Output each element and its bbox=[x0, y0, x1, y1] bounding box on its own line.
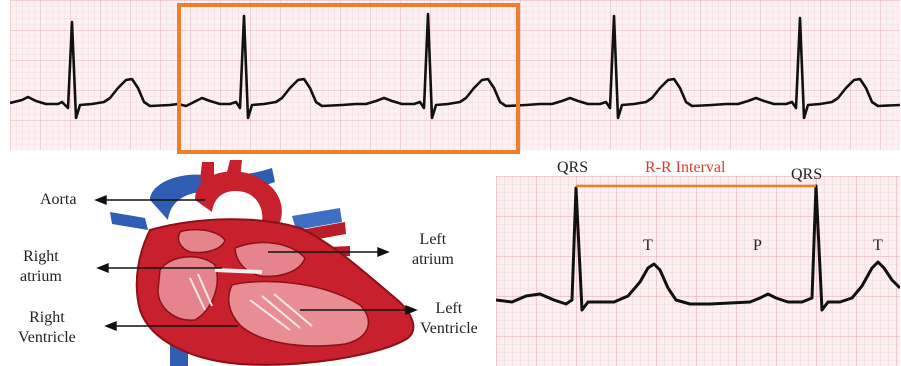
label-right-ventricle-line1: Right bbox=[18, 308, 76, 328]
rr-ecg-svg bbox=[496, 176, 900, 366]
label-right-ventricle-line2: Ventricle bbox=[18, 328, 76, 348]
label-p-wave: P bbox=[753, 236, 762, 256]
label-qrs-left-text: QRS bbox=[557, 159, 588, 176]
label-right-atrium-line2: atrium bbox=[20, 267, 62, 287]
rr-ecg-panel bbox=[496, 176, 900, 366]
label-rr-interval-text: R-R Interval bbox=[645, 159, 725, 176]
label-qrs-right: QRS bbox=[791, 165, 822, 185]
label-right-atrium: Right atrium bbox=[20, 247, 62, 287]
label-aorta-text: Aorta bbox=[40, 191, 76, 208]
label-qrs-right-text: QRS bbox=[791, 166, 822, 183]
label-left-ventricle: Left Ventricle bbox=[420, 299, 478, 339]
label-qrs-left: QRS bbox=[557, 158, 588, 178]
label-aorta: Aorta bbox=[40, 190, 76, 210]
label-t-wave-2: T bbox=[873, 236, 883, 256]
highlight-box bbox=[177, 3, 520, 154]
label-left-ventricle-line1: Left bbox=[420, 299, 478, 319]
label-left-atrium-line1: Left bbox=[412, 230, 454, 250]
label-left-atrium-line2: atrium bbox=[412, 250, 454, 270]
label-t-wave-1: T bbox=[643, 236, 653, 256]
label-rr-interval: R-R Interval bbox=[645, 158, 725, 178]
label-left-atrium: Left atrium bbox=[412, 230, 454, 270]
label-t-wave-2-text: T bbox=[873, 237, 883, 254]
label-p-wave-text: P bbox=[753, 237, 762, 254]
label-left-ventricle-line2: Ventricle bbox=[420, 319, 478, 339]
label-t-wave-1-text: T bbox=[643, 237, 653, 254]
label-right-atrium-line1: Right bbox=[20, 247, 62, 267]
label-right-ventricle: Right Ventricle bbox=[18, 308, 76, 348]
